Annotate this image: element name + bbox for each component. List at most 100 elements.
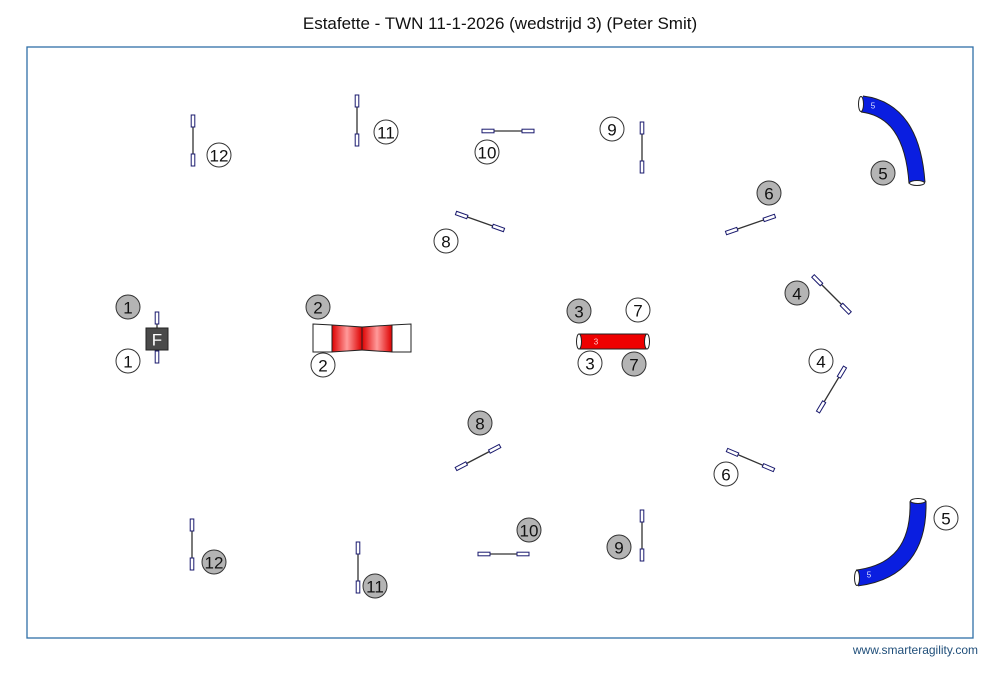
jump-wing xyxy=(154,350,160,364)
handler-a-number-marker: 8 xyxy=(433,228,459,254)
handler-b-number-marker: 4 xyxy=(784,280,810,306)
handler-b-number-marker: 7 xyxy=(621,351,647,377)
handler-a-number-marker: 3 xyxy=(577,350,603,376)
handler-b-number-marker-label: 2 xyxy=(313,299,322,318)
jump-wing xyxy=(190,153,196,167)
jump-obstacle xyxy=(190,114,196,167)
jump-wing xyxy=(639,548,645,562)
jump-wing xyxy=(477,551,491,557)
jump-obstacle xyxy=(454,443,502,472)
tunnel-obstacle-5-top: 5 xyxy=(858,95,926,186)
handler-a-number-marker-label: 5 xyxy=(941,510,950,529)
jump-wing xyxy=(639,121,645,135)
jump-obstacle xyxy=(454,210,506,233)
jump-obstacle xyxy=(639,121,645,174)
jump-wing xyxy=(355,580,361,594)
jump-obstacle xyxy=(815,365,848,414)
handler-b-number-marker: 8 xyxy=(467,410,493,436)
jump-wing xyxy=(189,518,195,532)
start-label: F xyxy=(152,331,162,350)
handler-b-number-marker: 6 xyxy=(756,180,782,206)
start-marker: F xyxy=(145,327,169,351)
jump-wing xyxy=(154,311,160,325)
handler-a-number-marker: 6 xyxy=(713,461,739,487)
handler-b-number-marker-label: 4 xyxy=(792,285,801,304)
jump-wing xyxy=(521,128,535,134)
jump-obstacle xyxy=(477,551,530,557)
tire-obstacle-2 xyxy=(312,323,412,353)
jump-obstacle xyxy=(724,213,777,236)
jump-wing xyxy=(354,94,360,108)
handler-a-number-marker: 5 xyxy=(933,505,959,531)
handler-a-number-marker-label: 6 xyxy=(721,466,730,485)
handler-a-number-marker-label: 8 xyxy=(441,233,450,252)
handler-a-number-marker: 4 xyxy=(808,348,834,374)
handler-b-number-marker: 2 xyxy=(305,294,331,320)
handler-a-number-marker: 11 xyxy=(373,119,399,145)
handler-a-number-marker: 10 xyxy=(474,139,500,165)
handler-a-number-marker: 12 xyxy=(206,142,232,168)
jump-obstacle xyxy=(725,447,776,473)
jump-wing xyxy=(725,447,740,458)
handler-b-number-marker: 11 xyxy=(362,573,388,599)
handler-b-number-marker: 12 xyxy=(201,549,227,575)
jump-wing xyxy=(354,133,360,147)
jump-wing xyxy=(355,541,361,555)
tunnel-5-top-label: 5 xyxy=(871,102,876,111)
handler-b-number-marker-label: 5 xyxy=(878,165,887,184)
handler-b-number-marker: 9 xyxy=(606,534,632,560)
handler-a-number-marker-label: 9 xyxy=(607,121,616,140)
jump-obstacle xyxy=(811,274,852,315)
jump-wing xyxy=(761,462,776,473)
jump-wing xyxy=(454,210,469,220)
jump-obstacle xyxy=(481,128,535,134)
handler-b-number-marker-label: 1 xyxy=(123,299,132,318)
ring-border xyxy=(26,46,974,639)
handler-b-number-marker-label: 11 xyxy=(366,578,384,597)
handler-b-number-marker-label: 10 xyxy=(520,522,539,541)
handler-b-number-marker-label: 7 xyxy=(629,356,638,375)
jump-wing xyxy=(516,551,530,557)
jump-wing xyxy=(811,274,824,287)
handler-a-number-marker-label: 10 xyxy=(478,144,497,163)
handler-a-number-marker-label: 4 xyxy=(816,353,825,372)
handler-a-number-marker: 9 xyxy=(599,116,625,142)
jump-wing xyxy=(491,223,506,233)
jump-wing xyxy=(815,400,827,414)
handler-b-number-marker: 3 xyxy=(566,298,592,324)
jump-wing xyxy=(724,226,739,236)
handler-b-number-marker-label: 6 xyxy=(764,185,773,204)
handler-a-number-marker-label: 7 xyxy=(633,302,642,321)
handler-a-number-marker-label: 3 xyxy=(585,355,594,374)
handler-a-number-marker-label: 2 xyxy=(318,357,327,376)
handler-a-number-marker-label: 1 xyxy=(123,353,132,372)
handler-a-number-marker: 1 xyxy=(115,348,141,374)
jump-wing xyxy=(839,302,852,315)
tunnel-5-bottom-label: 5 xyxy=(867,571,872,580)
jump-wing xyxy=(762,213,777,223)
handler-a-number-marker: 7 xyxy=(625,297,651,323)
handler-a-number-marker-label: 12 xyxy=(210,147,229,166)
jump-obstacle xyxy=(639,509,645,562)
handler-b-number-marker: 1 xyxy=(115,294,141,320)
jump-wing xyxy=(639,509,645,523)
footer-link[interactable]: www.smarteragility.com xyxy=(852,643,978,657)
jump-wing xyxy=(481,128,495,134)
tunnel-obstacle-5-bottom: 5 xyxy=(854,498,927,587)
jump-obstacle xyxy=(355,541,361,594)
handler-b-number-marker: 5 xyxy=(870,160,896,186)
course-title: Estafette - TWN 11-1-2026 (wedstrijd 3) … xyxy=(302,14,698,33)
handler-a-number-marker: 2 xyxy=(310,352,336,378)
handler-a-number-marker-label: 11 xyxy=(377,124,395,143)
jump-wing xyxy=(190,114,196,128)
jump-wing xyxy=(454,461,469,472)
jump-wing xyxy=(189,557,195,571)
jump-obstacle xyxy=(189,518,195,571)
handler-b-number-marker-label: 12 xyxy=(205,554,224,573)
jump-obstacle xyxy=(354,94,360,147)
handler-b-number-marker-label: 9 xyxy=(614,539,623,558)
jump-wing xyxy=(836,365,848,379)
handler-b-number-marker: 10 xyxy=(516,517,542,543)
handler-b-number-marker-label: 8 xyxy=(475,415,484,434)
